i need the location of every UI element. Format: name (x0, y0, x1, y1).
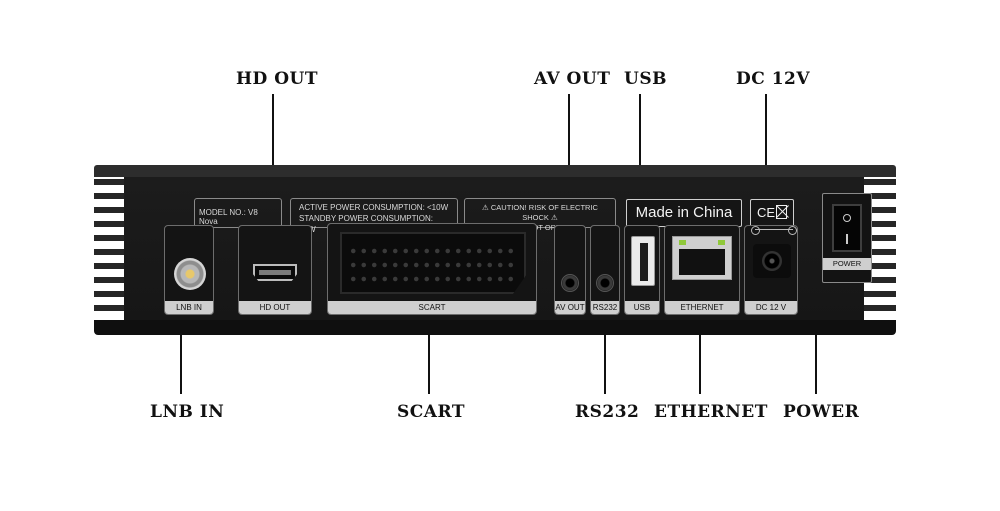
made-in-china-label: Made in China (626, 199, 742, 227)
callout-rs232: RS232 (575, 402, 640, 422)
cooling-fin (94, 263, 128, 269)
leader-rs232 (604, 284, 606, 394)
hd-out-label: HD OUT (239, 301, 311, 314)
weee-bin-icon (776, 205, 787, 219)
cooling-fin (94, 221, 128, 227)
leader-lnb-in (180, 282, 182, 394)
usb-port[interactable]: USB (624, 225, 660, 315)
off-symbol-icon (843, 214, 851, 222)
ethernet-label: ETHERNET (665, 301, 739, 314)
rs232-label: RS232 (591, 301, 619, 314)
cooling-fin (94, 249, 128, 255)
callout-power: POWER (783, 402, 860, 422)
usb-connector-icon (631, 236, 655, 286)
cooling-fin (94, 277, 128, 283)
cooling-fin (862, 277, 896, 283)
polarity-icon (751, 226, 797, 237)
power-switch-label: POWER (823, 258, 871, 270)
hd-out-port[interactable]: HD OUT (238, 225, 312, 315)
lnb-in-port[interactable]: LNB IN (164, 225, 214, 315)
rj45-connector-icon (672, 236, 732, 280)
ce-mark: CE (757, 205, 776, 220)
ce-label: CE (750, 199, 794, 227)
rs232-port[interactable]: RS232 (590, 225, 620, 315)
cooling-fin (862, 207, 896, 213)
serial-jack-icon (596, 274, 614, 292)
coax-connector-icon (174, 258, 206, 290)
cooling-fin (862, 193, 896, 199)
rj45-socket (679, 249, 725, 275)
cooling-fin (862, 249, 896, 255)
scart-port[interactable]: SCART (327, 223, 537, 315)
av-out-port[interactable]: AV OUT (554, 225, 586, 315)
receiver-rear-panel: MODEL NO.: V8 Nova ACTIVE POWER CONSUMPT… (94, 165, 896, 335)
hdmi-pins (259, 270, 291, 275)
chassis-top (94, 165, 896, 177)
usb-tongue (640, 243, 648, 281)
dc-power-port[interactable]: DC 12 V (744, 225, 798, 315)
cooling-fin (94, 207, 128, 213)
cooling-fin (862, 179, 896, 185)
callout-dc-12v: DC 12V (736, 69, 811, 89)
usb-label: USB (625, 301, 659, 314)
cooling-fin (94, 305, 128, 311)
cooling-fin (94, 291, 128, 297)
scart-label: SCART (328, 301, 536, 314)
caution-sticker: ⚠ CAUTION! RISK OF ELECTRIC SHOCK ⚠ DO N… (464, 198, 616, 232)
dc-label: DC 12 V (745, 301, 797, 314)
callout-usb: USB (624, 69, 667, 89)
callout-av-out: AV OUT (534, 69, 611, 89)
activity-led (718, 240, 725, 245)
audio-jack-icon (561, 274, 579, 292)
cooling-fin (862, 305, 896, 311)
model-sticker: MODEL NO.: V8 Nova (194, 198, 282, 228)
cooling-fin (862, 235, 896, 241)
av-out-label: AV OUT (555, 301, 585, 314)
cooling-fin (94, 193, 128, 199)
scart-pins (348, 244, 516, 286)
power-switch[interactable]: POWER (822, 193, 872, 283)
caution-text: ⚠ CAUTION! RISK OF ELECTRIC SHOCK ⚠ (482, 203, 598, 222)
active-power-text: ACTIVE POWER CONSUMPTION: <10W (299, 203, 449, 212)
callout-ethernet: ETHERNET (654, 402, 768, 422)
ethernet-port[interactable]: ETHERNET (664, 225, 740, 315)
cooling-fin (94, 179, 128, 185)
cooling-fin (862, 221, 896, 227)
lnb-in-label: LNB IN (165, 301, 213, 314)
dc-jack-icon (753, 244, 791, 278)
rocker-switch-icon (832, 204, 862, 252)
callout-scart: SCART (397, 402, 465, 422)
link-led (679, 240, 686, 245)
chassis-base (94, 320, 896, 335)
on-symbol-icon (846, 234, 848, 244)
do-not-open-text: DO NOT OPEN (513, 223, 567, 232)
callout-hd-out: HD OUT (236, 69, 319, 89)
cooling-fin (862, 291, 896, 297)
dc-jack-hole (762, 251, 782, 271)
cooling-fin (94, 235, 128, 241)
cooling-fin (862, 263, 896, 269)
rear-panel-face: MODEL NO.: V8 Nova ACTIVE POWER CONSUMPT… (124, 177, 872, 325)
callout-lnb-in: LNB IN (150, 402, 225, 422)
